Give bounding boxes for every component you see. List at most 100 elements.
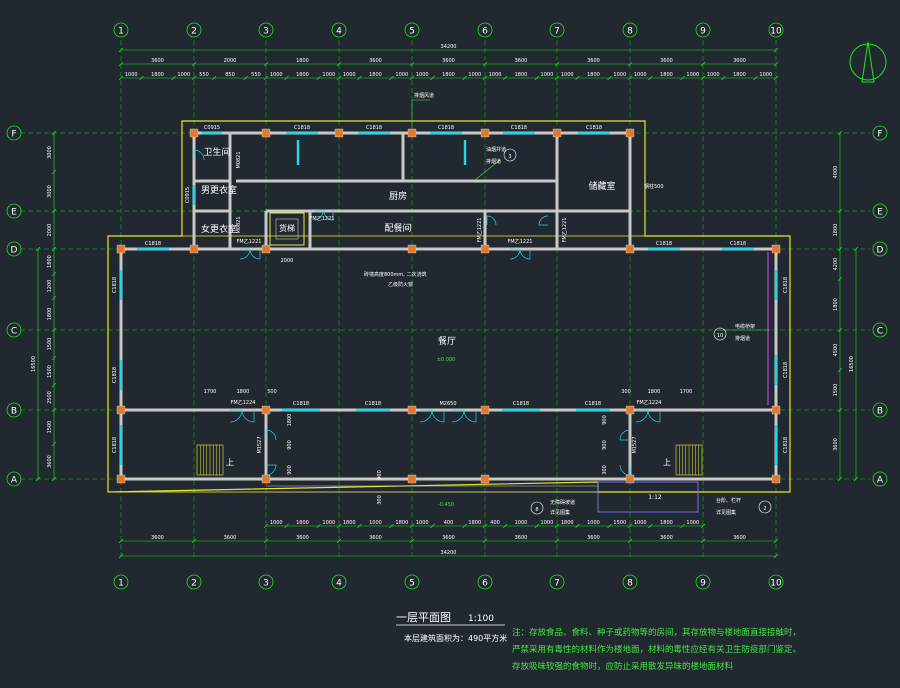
dim-tick — [554, 75, 560, 81]
dim-tick — [837, 476, 843, 482]
inner-dim: 900 — [287, 465, 293, 475]
bottom-bays-text: 3600 — [515, 535, 528, 541]
callout-circle — [503, 148, 517, 162]
room-dining: 餐厅 — [438, 335, 456, 347]
drawing-scale: 1:100 — [468, 614, 494, 624]
axis-bubble — [404, 22, 420, 38]
axis-label: D — [877, 246, 884, 256]
axis-label: 4 — [336, 579, 342, 589]
inner-dim: 300 — [602, 465, 608, 475]
window-label-b: M2650 — [439, 401, 456, 407]
dim-tick — [648, 523, 653, 529]
top-detail-text: 1000 — [468, 72, 481, 78]
door-swing — [463, 409, 477, 423]
axis-bubble — [477, 574, 493, 590]
axis-label: E — [11, 208, 17, 218]
door-label: FM乙1224 — [637, 399, 662, 406]
dim-tick — [51, 476, 57, 482]
dim-tick — [837, 276, 843, 282]
bottom-detail-text: 400 — [444, 520, 454, 526]
callout-3: 3 — [508, 154, 511, 160]
top-detail-text: 1000 — [343, 72, 356, 78]
top-bays-text: 3600 — [660, 58, 673, 64]
left-bays-text: 1500 — [47, 421, 53, 434]
axis-bubble — [549, 22, 565, 38]
inner-dim: 900 — [602, 440, 608, 450]
north-arrow — [861, 41, 875, 83]
dim-tick — [51, 407, 57, 413]
bottom-detail-text: 1800 — [343, 520, 356, 526]
bottom-detail-text: 1000 — [515, 520, 528, 526]
column — [116, 244, 126, 254]
dim-tick — [336, 523, 342, 529]
dim-tick — [680, 523, 685, 529]
dim-tick — [118, 47, 124, 53]
ramp — [597, 481, 699, 513]
window-label-left: C1818 — [112, 437, 118, 453]
dim-tick — [409, 538, 415, 544]
axis-bubble — [258, 22, 274, 38]
dim-tick — [575, 75, 580, 81]
column — [116, 405, 126, 415]
column — [407, 474, 417, 484]
top-detail-text: 1000 — [489, 72, 502, 78]
dim-tick — [837, 246, 843, 252]
bottom-detail-text: 1000 — [270, 520, 283, 526]
window-label-b: C1818 — [585, 401, 601, 407]
dim-tick — [700, 75, 706, 81]
note-smoke-right: 排烟道 — [735, 335, 750, 342]
column — [771, 474, 781, 484]
dim-tick — [627, 523, 633, 529]
dim-tick — [627, 75, 633, 81]
top-detail-text: 1000 — [707, 72, 720, 78]
dim-tick — [700, 538, 706, 544]
inner-dim: 1800 — [648, 389, 661, 395]
column — [261, 244, 271, 254]
door-swing — [249, 248, 261, 260]
dim-tick — [51, 382, 57, 388]
axis-label: E — [877, 208, 883, 218]
bottom-bays-text: 3600 — [733, 535, 746, 541]
inner-dim: 1700 — [204, 389, 217, 395]
axis-bubble — [872, 203, 888, 219]
left-bays-text: 1800 — [47, 255, 53, 268]
column — [407, 405, 417, 415]
dim-tick — [627, 538, 633, 544]
room-serving: 配餐间 — [384, 222, 411, 234]
bottom-detail-text: 1800 — [561, 520, 574, 526]
dim-tick — [118, 75, 124, 81]
left-bays-text: 1800 — [47, 308, 53, 321]
window-label-b: C1818 — [513, 401, 529, 407]
dim-tick — [51, 271, 57, 277]
column — [480, 405, 490, 415]
dim-tick — [51, 130, 57, 136]
dim-tick — [171, 75, 176, 81]
dim-tick — [211, 75, 217, 81]
ramp-ratio: 1:12 — [648, 494, 662, 501]
dim-tick — [773, 61, 779, 67]
axis-bubble — [331, 574, 347, 590]
dim-tick — [191, 75, 197, 81]
dim-tick — [263, 538, 269, 544]
axis-bubble — [113, 574, 129, 590]
axis-bubble — [258, 574, 274, 590]
top-detail-text: 1000 — [395, 72, 408, 78]
dim-tick — [502, 75, 508, 81]
dim-tick — [554, 523, 560, 529]
bottom-bays-text: 3600 — [296, 535, 309, 541]
axis-bubble — [186, 22, 202, 38]
column — [334, 128, 344, 138]
dim-tick — [607, 75, 612, 81]
top-bays-text: 3600 — [515, 58, 528, 64]
dim-tick — [51, 295, 57, 301]
window-label-d: C1818 — [656, 241, 672, 247]
window-label-top: C1818 — [366, 125, 382, 131]
dim-tick — [837, 407, 843, 413]
axis-bubble — [331, 22, 347, 38]
axis-bubble — [6, 402, 22, 418]
callout-circle — [758, 500, 772, 514]
remark-line: 存放吸味较强的食物时，应防止采用散发异味的楼地面材料 — [512, 661, 734, 672]
door-swing — [265, 429, 277, 441]
dim-tick — [773, 47, 779, 53]
room-female-locker: 女更衣室 — [201, 223, 237, 235]
